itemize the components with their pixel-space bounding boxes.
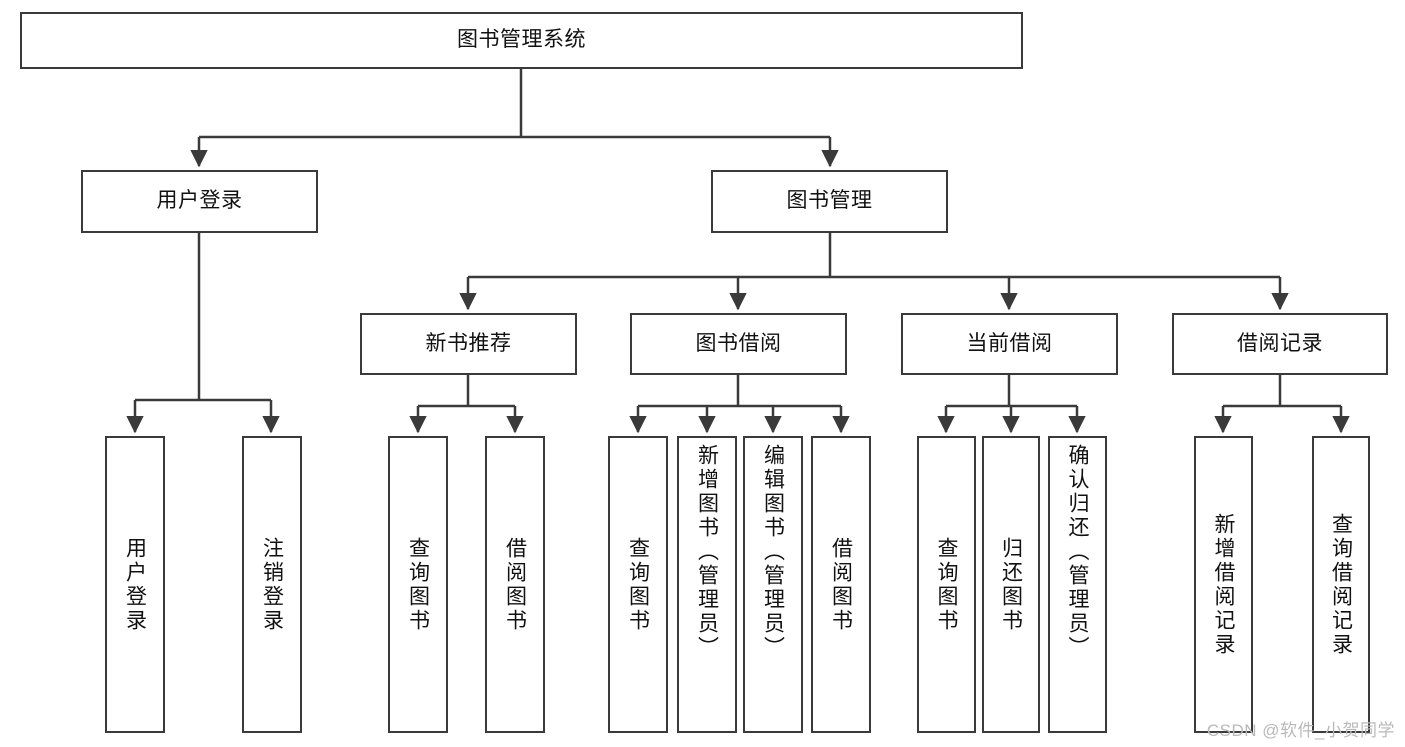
leaf-add-borrow-record-label: 新增借阅记录 [1212, 512, 1235, 657]
leaf-query-book-current-label: 查询图书 [935, 536, 958, 633]
node-book-borrow-label: 图书借阅 [695, 331, 782, 355]
node-current-borrow-label: 当前借阅 [966, 331, 1053, 355]
node-new-book-recommend[interactable]: 新书推荐 [360, 313, 577, 375]
leaf-borrow-book-rec[interactable]: 借阅图书 [485, 436, 545, 733]
leaf-add-book[interactable]: 新增图书（管理员） [677, 436, 737, 733]
leaf-query-book-borrow[interactable]: 查询图书 [608, 436, 668, 733]
node-borrow-record-label: 借阅记录 [1237, 331, 1323, 355]
node-user-login[interactable]: 用户登录 [81, 170, 318, 233]
node-current-borrow[interactable]: 当前借阅 [901, 313, 1118, 375]
node-root[interactable]: 图书管理系统 [20, 12, 1023, 69]
leaf-query-borrow-record-label: 查询借阅记录 [1329, 512, 1353, 657]
leaf-user-logout-label: 注销登录 [260, 536, 284, 633]
leaf-confirm-return[interactable]: 确认归还（管理员） [1048, 436, 1107, 733]
leaf-query-book-current[interactable]: 查询图书 [917, 436, 976, 733]
leaf-user-login[interactable]: 用户登录 [105, 436, 165, 733]
leaf-edit-book[interactable]: 编辑图书（管理员） [743, 436, 803, 733]
leaf-add-book-label: 新增图书（管理员） [695, 444, 719, 660]
leaf-borrow-book-label: 借阅图书 [829, 536, 853, 633]
leaf-edit-book-label: 编辑图书（管理员） [761, 444, 785, 660]
leaf-return-book-label: 归还图书 [999, 536, 1023, 633]
node-book-management[interactable]: 图书管理 [711, 170, 948, 233]
leaf-return-book[interactable]: 归还图书 [982, 436, 1040, 733]
leaf-add-borrow-record[interactable]: 新增借阅记录 [1194, 436, 1253, 733]
leaf-query-book-rec-label: 查询图书 [406, 536, 430, 633]
leaf-borrow-book[interactable]: 借阅图书 [811, 436, 871, 733]
leaf-query-book-borrow-label: 查询图书 [626, 536, 650, 633]
leaf-user-login-label: 用户登录 [123, 536, 147, 633]
node-book-management-label: 图书管理 [786, 189, 873, 213]
node-new-book-recommend-label: 新书推荐 [425, 331, 512, 355]
node-book-borrow[interactable]: 图书借阅 [630, 313, 847, 375]
leaf-query-book-rec[interactable]: 查询图书 [388, 436, 448, 733]
leaf-user-logout[interactable]: 注销登录 [242, 436, 302, 733]
node-root-label: 图书管理系统 [457, 28, 586, 52]
leaf-borrow-book-rec-label: 借阅图书 [503, 536, 527, 633]
node-borrow-record[interactable]: 借阅记录 [1172, 313, 1388, 375]
leaf-confirm-return-label: 确认归还（管理员） [1066, 444, 1089, 660]
leaf-query-borrow-record[interactable]: 查询借阅记录 [1312, 436, 1370, 733]
node-user-login-label: 用户登录 [156, 189, 243, 213]
csdn-watermark: CSDN @软件_小贺同学 [1206, 721, 1395, 740]
